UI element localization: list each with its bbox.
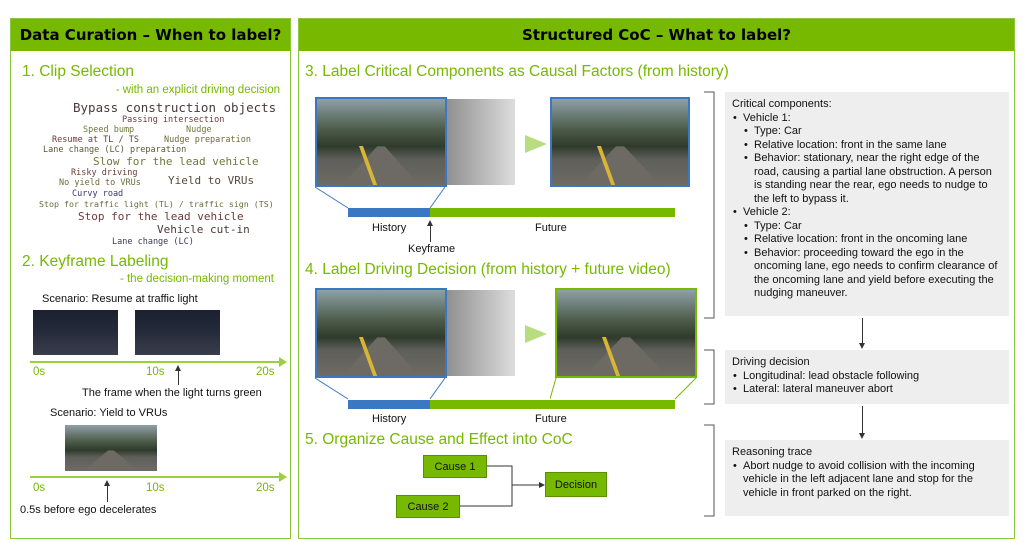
arrowhead-icon [175,365,181,371]
timeline-1-arrowhead [279,357,287,367]
future-funnel [550,377,697,400]
history-frames-stack [440,99,515,185]
future-label: Future [535,222,567,234]
word: Risky driving [71,168,138,178]
timeline-1 [30,361,280,363]
clip-selection-subtitle: - with an explicit driving decision [115,84,280,96]
step3-title: 3. Label Critical Components as Causal F… [305,63,729,80]
history-funnel [314,377,446,400]
decision-item: Lateral: lateral maneuver abort [732,383,1002,397]
scenario2-note: 0.5s before ego decelerates [20,504,157,516]
tick-10s: 10s [146,366,165,378]
history-bar [348,400,430,409]
clip-selection-title: 1. Clip Selection [22,63,135,80]
keyframe-labeling-title: 2. Keyframe Labeling [22,253,169,270]
arrowhead-icon [427,220,433,226]
word: Resume at TL / TS [52,135,139,145]
tick-20s: 20s [256,482,275,494]
history-frames-stack [440,290,515,376]
cause-connector [460,465,545,507]
history-label: History [372,413,407,425]
word: Curvy road [72,189,124,199]
vehicle2-label: Vehicle 2: [743,206,791,218]
vehicle1-location: Relative location: front in the same lan… [743,139,1002,153]
future-frame [550,97,690,187]
cause2-box: Cause 2 [396,495,460,518]
future-label: Future [535,413,567,425]
tick-10s: 10s [146,482,165,494]
flow-arrow [862,318,863,344]
vru-frame [65,425,157,471]
arrowhead-icon [859,433,865,439]
vehicle1-type: Type: Car [743,125,1002,139]
word: Vehicle cut-in [157,223,250,236]
vehicle2-behavior: Behavior: proceeding toward the ego in t… [743,247,1002,301]
tick-20s: 20s [256,366,275,378]
scenario1-label: Scenario: Resume at traffic light [42,293,198,305]
traffic-light-frame-2 [135,310,220,355]
word: Slow for the lead vehicle [93,155,259,168]
word: Yield to VRUs [168,174,255,187]
cause1-box: Cause 1 [423,455,487,478]
future-frame [555,288,697,378]
history-frame [315,288,447,378]
timeline-2 [30,476,280,478]
reasoning-trace-box: Reasoning trace Abort nudge to avoid col… [725,440,1009,516]
word: Lane change (LC) preparation [43,145,187,155]
tick-0s: 0s [33,482,46,494]
arrowhead-icon [104,480,110,486]
keyframe-label: Keyframe [408,243,456,255]
decision-box: Decision [545,472,607,497]
data-curation-header: Data Curation – When to label? [11,19,290,51]
green-arrow-icon [525,135,547,153]
reasoning-heading: Reasoning trace [732,446,813,458]
data-curation-panel [10,18,291,539]
word: Lane change (LC) [112,237,194,247]
vehicle1-behavior: Behavior: stationary, near the right edg… [743,152,1002,206]
vehicle1-label: Vehicle 1: [743,111,791,124]
history-frame [315,97,447,187]
vehicle2-type: Type: Car [743,220,1002,234]
history-bar [348,208,430,217]
keyframe-arrow-2 [107,484,108,502]
tick-0s: 0s [33,366,46,378]
history-label: History [372,222,407,234]
timeline-2-arrowhead [279,472,287,482]
word: No yield to VRUs [59,178,141,188]
structured-coc-panel [298,18,1015,539]
word: Speed bump [83,125,135,135]
critical-heading: Critical components: [732,98,832,110]
scenario2-label: Scenario: Yield to VRUs [50,407,168,419]
word: Stop for the lead vehicle [78,210,244,223]
future-bar [430,400,675,409]
word: Stop for traffic light (TL) / traffic si… [39,199,274,209]
keyframe-labeling-subtitle: - the decision-making moment [119,273,274,285]
word: Bypass construction objects [73,100,277,115]
future-bar [430,208,675,217]
decision-heading: Driving decision [732,356,810,368]
word: Nudge [186,125,212,135]
driving-decision-box: Driving decision Longitudinal: lead obst… [725,350,1009,404]
decision-item: Longitudinal: lead obstacle following [732,370,1002,384]
traffic-light-frame-1 [33,310,118,355]
reasoning-item: Abort nudge to avoid collision with the … [732,460,1002,501]
keyframe-arrow-1 [178,369,179,385]
green-arrow-icon [525,325,547,343]
keyframe-arrow [430,224,431,242]
structured-coc-header: Structured CoC – What to label? [299,19,1014,51]
scenario1-note: The frame when the light turns green [82,387,262,399]
step5-title: 5. Organize Cause and Effect into CoC [305,431,573,448]
word: Passing intersection [122,115,225,125]
critical-components-box: Critical components: Vehicle 1: Type: Ca… [725,92,1009,316]
flow-arrow [862,406,863,434]
step4-title: 4. Label Driving Decision (from history … [305,261,671,278]
history-funnel [314,186,446,209]
word: Nudge preparation [164,135,251,145]
arrowhead-icon [859,343,865,349]
bracket-lines [704,91,715,517]
vehicle2-location: Relative location: front in the oncoming… [743,233,1002,247]
